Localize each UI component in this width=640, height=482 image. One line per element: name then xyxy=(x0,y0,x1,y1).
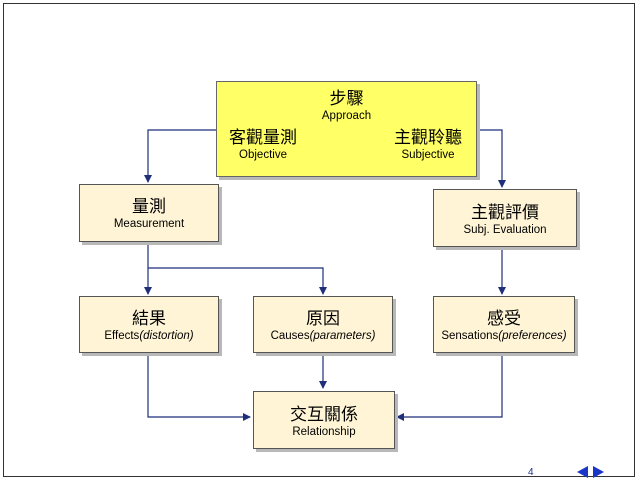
effects-en-paren: (distortion) xyxy=(139,330,194,342)
relationship-box: 交互關係 Relationship xyxy=(253,391,395,449)
sensations-en-paren: (preferences) xyxy=(498,330,567,342)
slide: 步驟 Approach 客觀量測 Objective 主觀聆聽 Subjecti… xyxy=(3,3,635,478)
evaluation-box: 主觀評價 Subj. Evaluation xyxy=(433,189,577,247)
effects-en: Effects(distortion) xyxy=(80,329,218,344)
objective-en: Objective xyxy=(239,149,287,161)
measurement-box: 量測 Measurement xyxy=(79,184,219,242)
arrow-objective-to-measurement xyxy=(144,129,224,183)
arrow-sensations-to-relationship xyxy=(396,354,503,421)
next-slide-icon[interactable] xyxy=(593,466,604,478)
arrow-effects-to-relationship xyxy=(147,354,251,421)
arrow-measurement-to-causes xyxy=(148,267,327,295)
arrow-subjective-to-evaluation xyxy=(473,129,506,188)
subjective-en: Subjective xyxy=(401,149,455,161)
approach-zh: 步驟 xyxy=(329,89,364,109)
sensations-zh: 感受 xyxy=(487,309,521,329)
causes-en-paren: (parameters) xyxy=(309,330,376,342)
measurement-en: Measurement xyxy=(113,218,185,230)
causes-zh: 原因 xyxy=(306,309,340,329)
sensations-en-main: Sensations xyxy=(441,330,499,342)
approach-en: Approach xyxy=(321,110,372,122)
relationship-en: Relationship xyxy=(292,426,356,438)
effects-zh: 結果 xyxy=(132,309,166,329)
effects-box: 結果 Effects(distortion) xyxy=(79,296,219,353)
connector-arrows xyxy=(144,129,506,421)
evaluation-zh: 主觀評價 xyxy=(471,203,539,223)
sensations-en: Sensations(preferences) xyxy=(434,329,574,344)
evaluation-en: Subj. Evaluation xyxy=(463,224,547,236)
subjective-zh: 主觀聆聽 xyxy=(394,128,462,148)
previous-slide-icon[interactable] xyxy=(577,466,588,478)
objective-zh: 客觀量測 xyxy=(229,128,297,148)
causes-en: Causes(parameters) xyxy=(254,329,392,344)
approach-box: 步驟 Approach 客觀量測 Objective 主觀聆聽 Subjecti… xyxy=(216,81,477,177)
measurement-zh: 量測 xyxy=(132,197,166,217)
sensations-box: 感受 Sensations(preferences) xyxy=(433,296,575,353)
causes-en-main: Causes xyxy=(270,330,310,342)
effects-en-main: Effects xyxy=(104,330,140,342)
page-number: 4 xyxy=(528,467,534,478)
relationship-zh: 交互關係 xyxy=(290,405,358,425)
causes-box: 原因 Causes(parameters) xyxy=(253,296,393,353)
slide-navigation xyxy=(577,466,604,478)
